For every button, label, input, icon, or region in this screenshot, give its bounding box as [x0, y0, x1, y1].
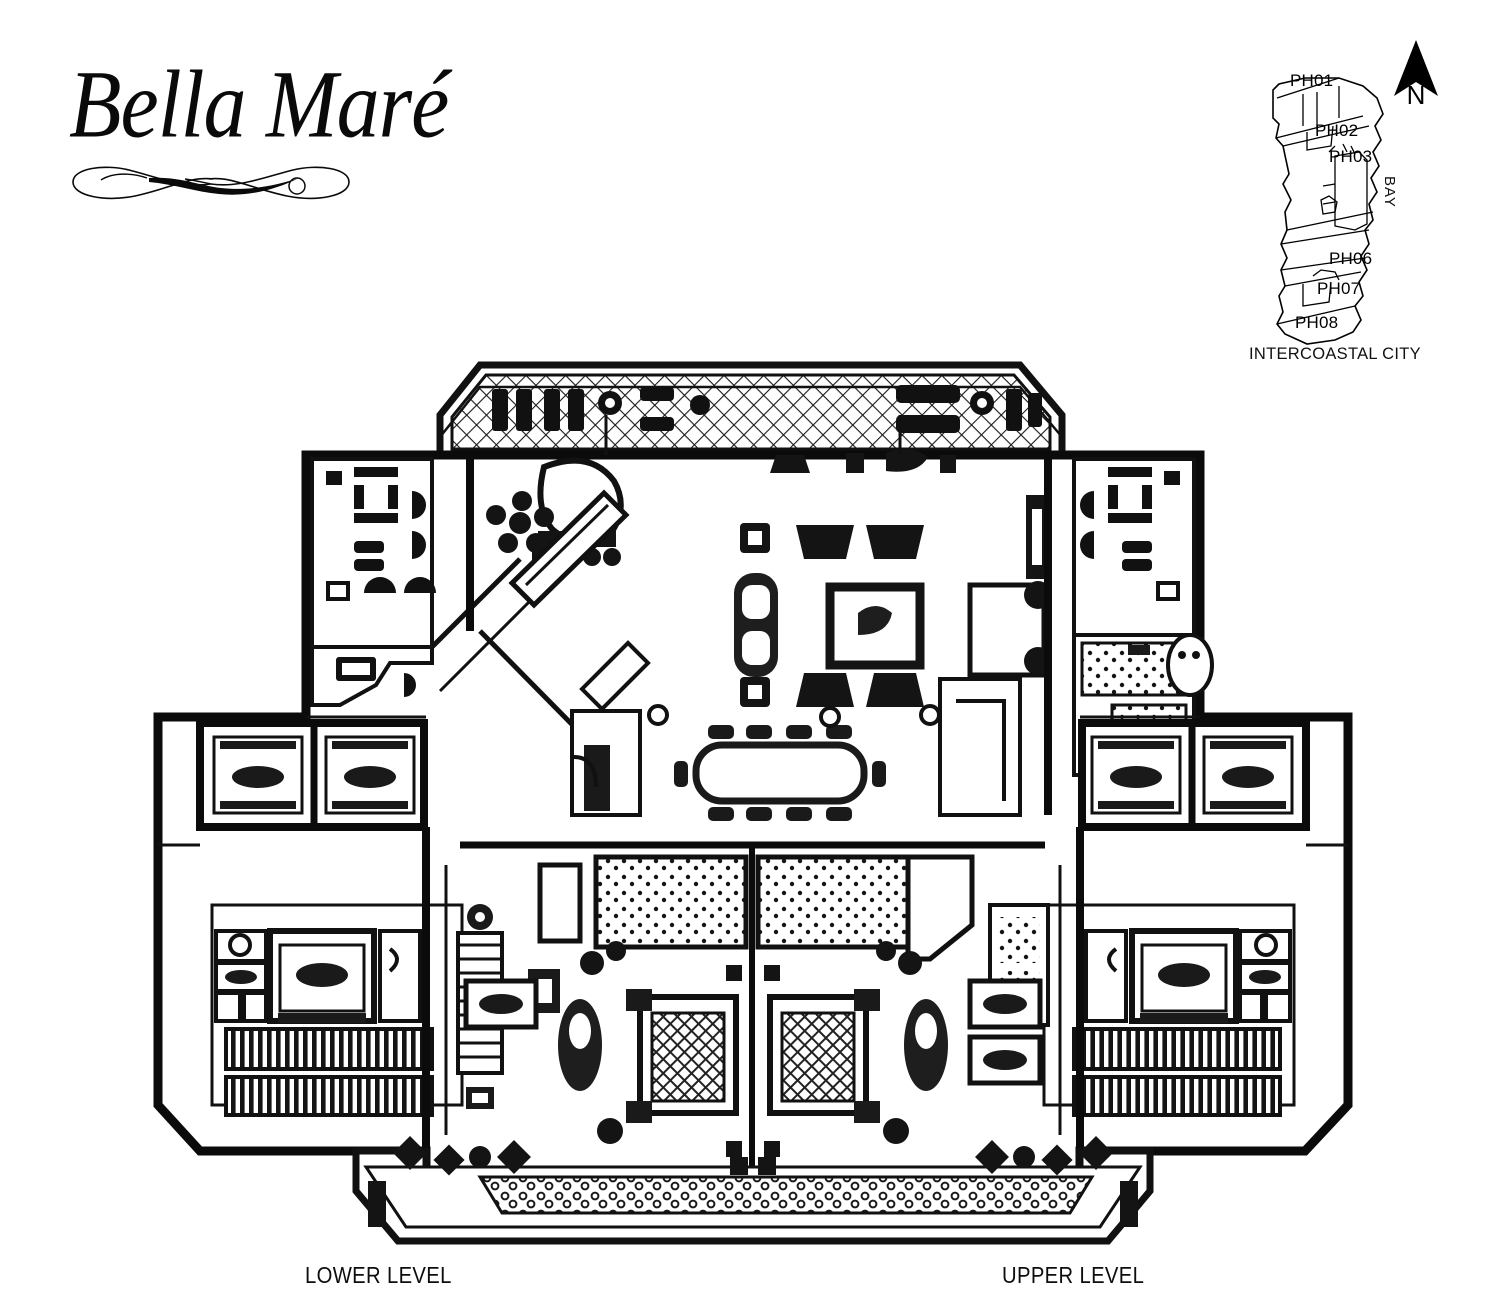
upper-level-caption: UPPER LEVEL: [1002, 1262, 1145, 1288]
keyplate-unit-label: PH07: [1317, 279, 1360, 298]
north-terrace: [436, 361, 1066, 461]
great-room: [466, 448, 1052, 821]
upper-master-bedroom: [1042, 903, 1296, 1117]
keyplate: PH01 PH02 PH03 PH06 PH07 PH08: [1243, 34, 1443, 345]
dining-table: [674, 725, 886, 821]
bay-label: BAY: [1381, 176, 1398, 208]
flourish-ornament: [72, 166, 350, 200]
brand-wordmark: Bella Maré: [69, 50, 449, 158]
keyplate-unit-label: PH06: [1329, 249, 1372, 268]
center-suites: [460, 841, 1045, 1225]
brand-logo: Bella Maré: [55, 48, 475, 200]
keyplate-unit-label: PH08: [1295, 313, 1338, 332]
floor-plan-drawing: [140, 345, 1365, 1245]
guest-bed-right: [767, 989, 880, 1123]
guest-bed-left: [626, 989, 739, 1123]
keyplate-unit-label: PH03: [1329, 147, 1372, 166]
north-arrow-icon: N: [1394, 40, 1438, 110]
lower-master-bedroom: [210, 903, 464, 1117]
south-terrace: [352, 1136, 1154, 1245]
north-label: N: [1407, 80, 1426, 110]
intercoastal-city-label: INTERCOASTAL CITY: [1249, 345, 1421, 363]
lower-level-caption: LOWER LEVEL: [305, 1262, 452, 1288]
keyplate-unit-label: PH02: [1315, 121, 1358, 140]
keyplate-unit-label: PH01: [1290, 71, 1333, 90]
lower-level-wing: [196, 457, 560, 1151]
upper-level-wing: [988, 457, 1310, 1151]
